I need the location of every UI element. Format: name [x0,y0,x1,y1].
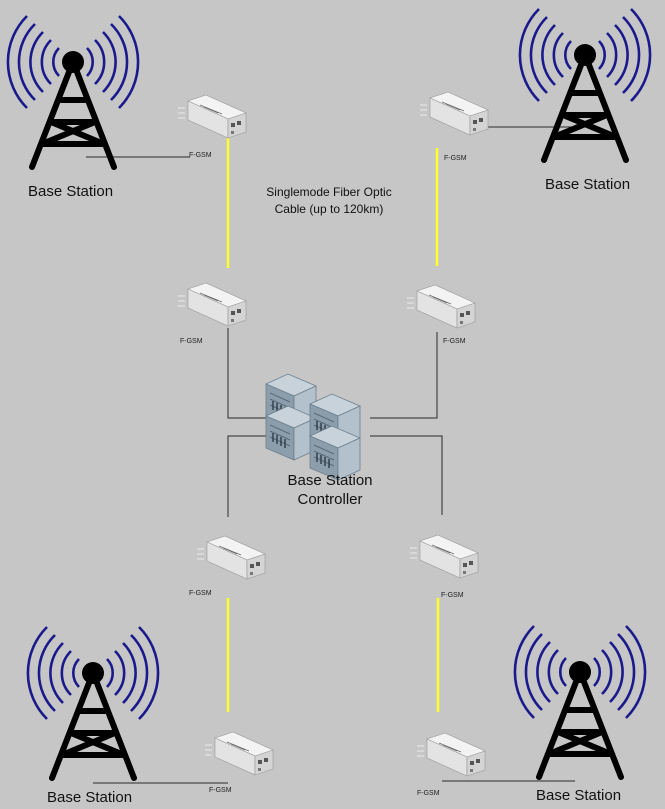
controller-caption: Base Station Controller [270,471,390,509]
tower-bottom-right [515,626,645,777]
server-stack-icon [265,373,361,481]
fiber-caption-line-2: Cable (up to 120km) [274,202,384,216]
xcvr-bottom-right-lower [416,732,486,777]
xcvr-mid-left [177,282,247,327]
xcvr-mid-right [406,284,476,329]
f-gsm-label-4: F-GSM [443,338,466,345]
tower-bottom-left [28,627,158,778]
base-station-label-bottom-left: Base Station [47,789,133,806]
base-station-label-top-left: Base Station [28,183,114,200]
f-gsm-label-8: F-GSM [417,790,440,797]
xcvr-bottom-left-lower [204,731,274,776]
f-gsm-label-3: F-GSM [180,338,203,345]
xcvr-bottom-right-upper [409,534,479,579]
fiber-cable-caption: Singlemode Fiber Optic Cable (up to 120k… [252,184,406,218]
controller-caption-line-1: Base Station [287,472,373,489]
link-bsc-mr [370,332,438,419]
f-gsm-label-2: F-GSM [444,155,467,162]
tower-top-left [8,16,138,167]
f-gsm-label-6: F-GSM [441,592,464,599]
f-gsm-label-7: F-GSM [209,787,232,794]
link-bsc-br [370,435,443,515]
xcvr-top-left [177,94,247,139]
fiber-caption-line-1: Singlemode Fiber Optic [266,185,392,199]
base-station-label-top-right: Base Station [545,176,631,193]
xcvr-top-right [419,91,489,136]
f-gsm-label-5: F-GSM [189,590,212,597]
controller-caption-line-2: Controller [297,491,363,508]
fiber-links [226,138,440,712]
f-gsm-label-1: F-GSM [189,152,212,159]
base-station-label-bottom-right: Base Station [536,787,622,804]
xcvr-bottom-left-upper [196,535,266,580]
tower-top-right [520,9,650,160]
